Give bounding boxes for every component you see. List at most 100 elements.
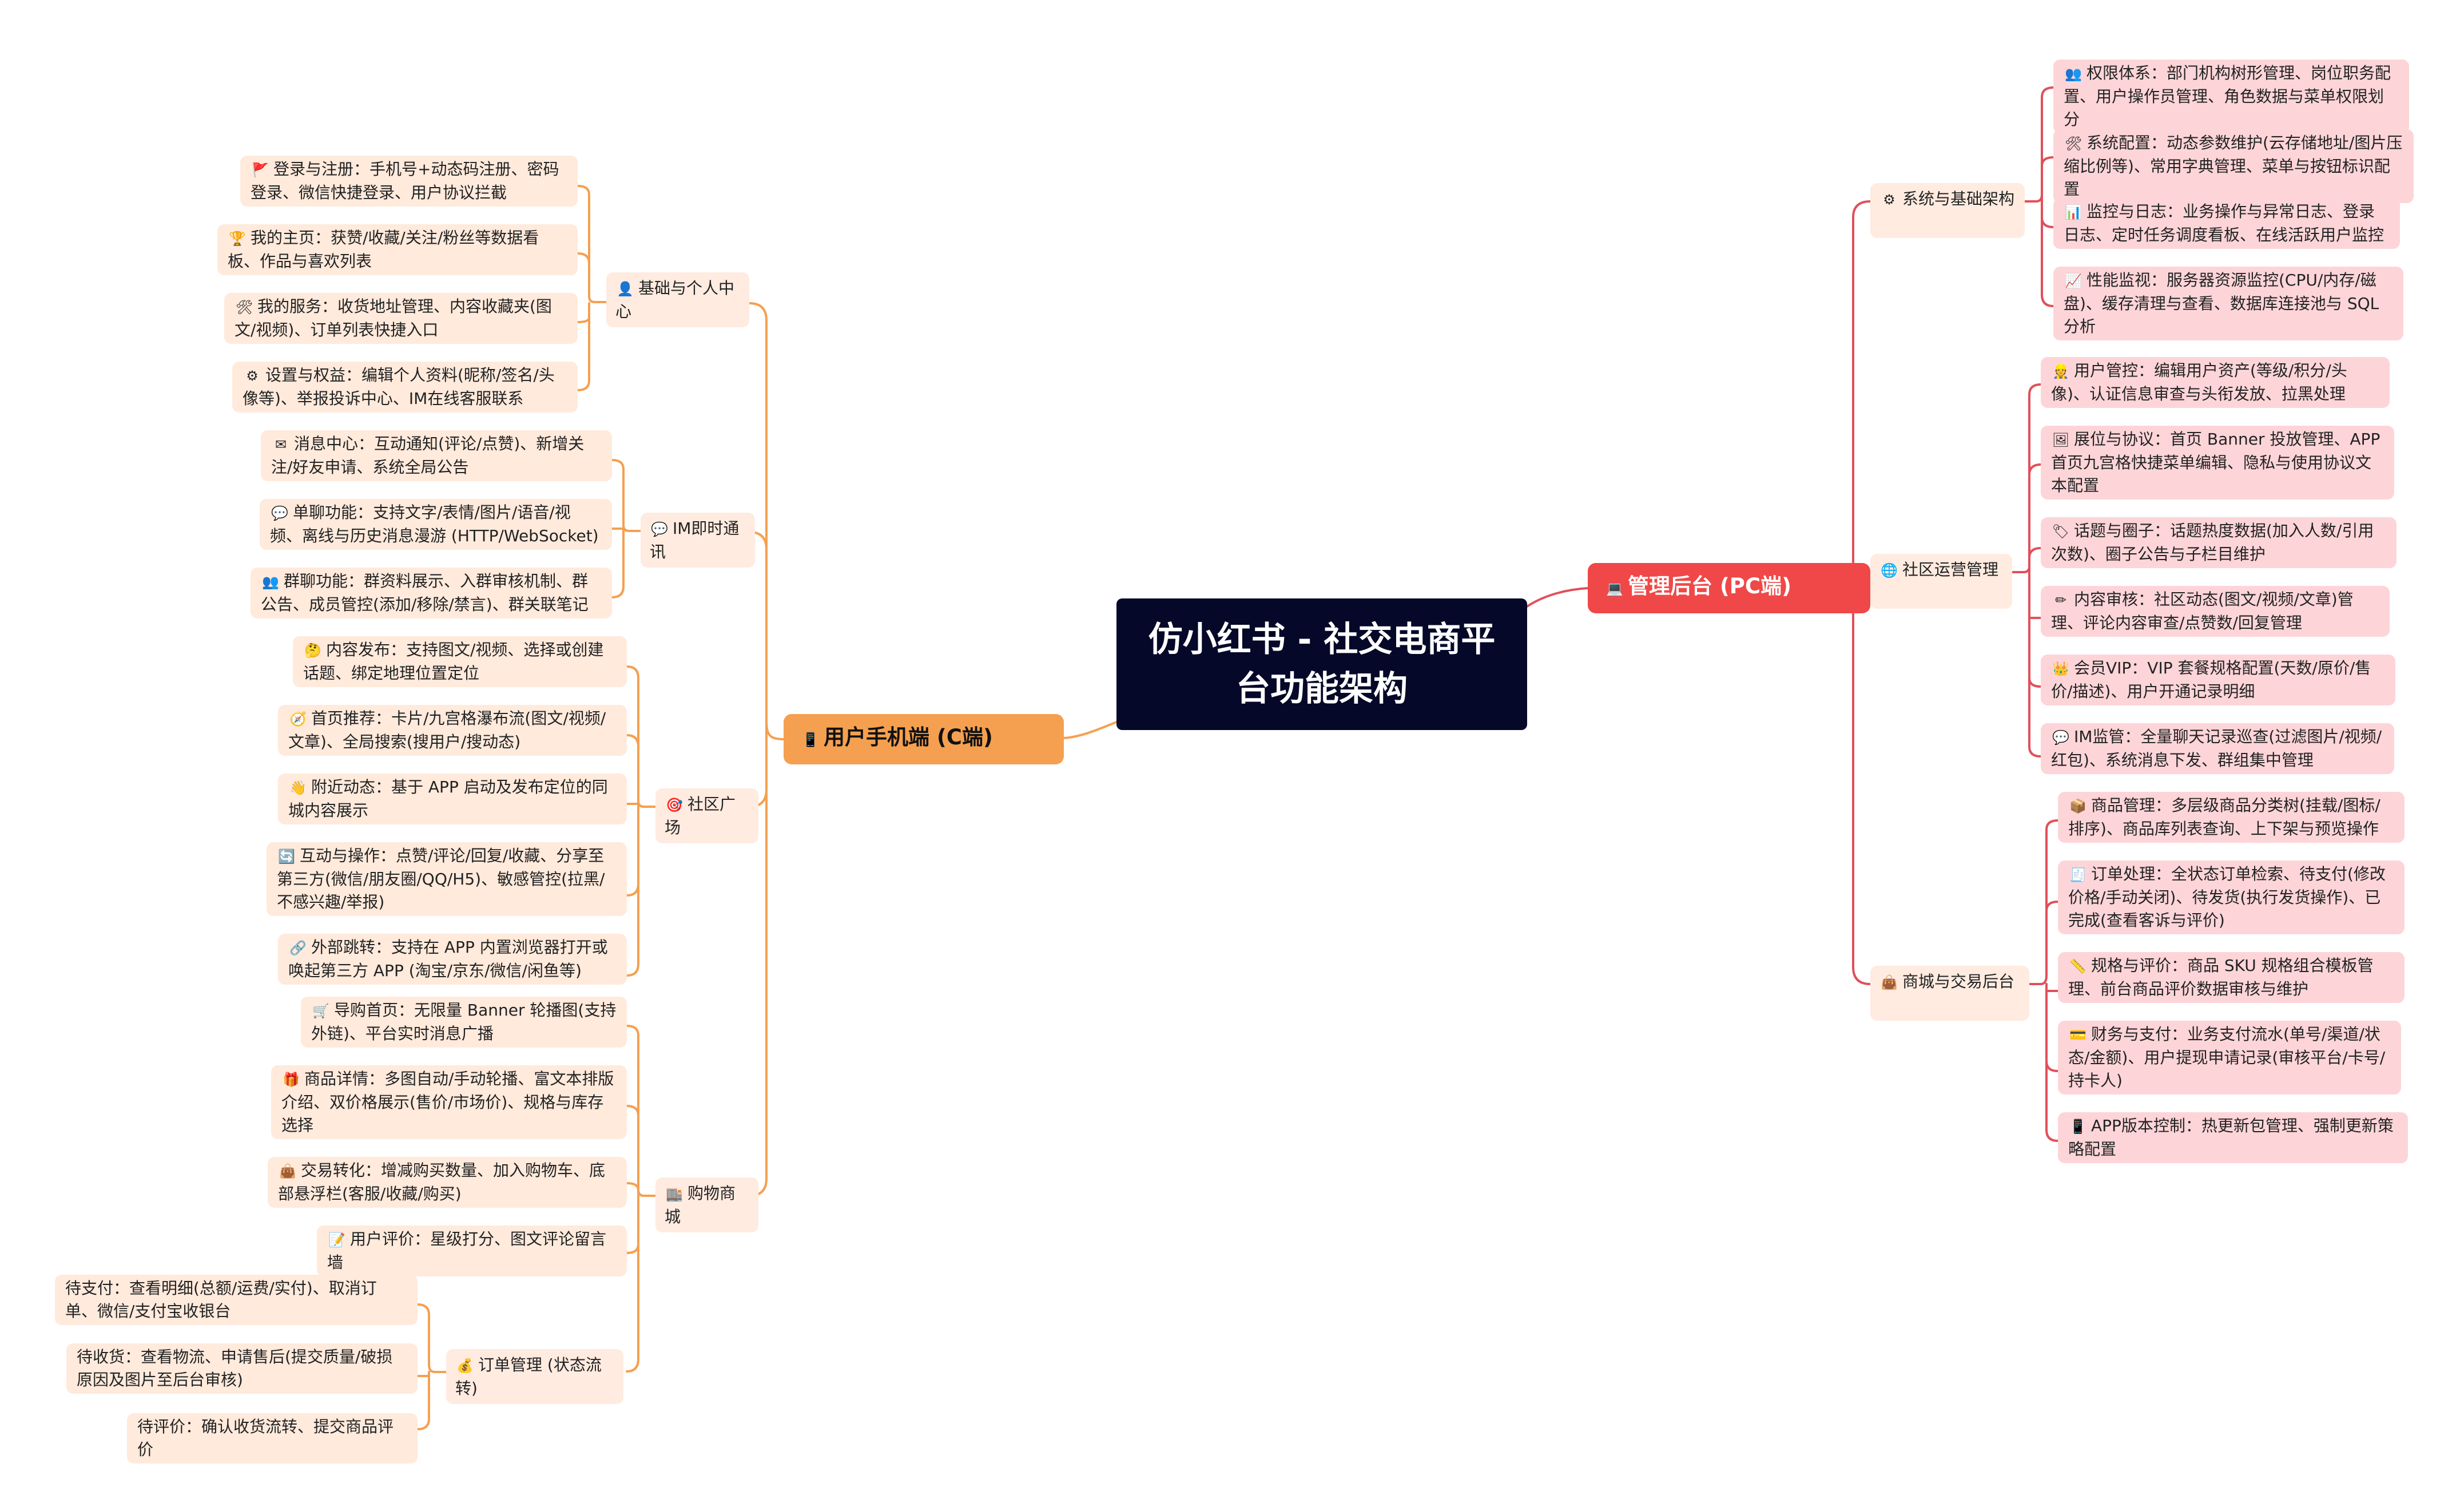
tag-icon: 🏷	[2052, 524, 2070, 540]
mail-icon: ✉	[275, 437, 287, 453]
leaf-permissions[interactable]: 👥权限体系：部门机构树形管理、岗位职务配置、用户操作员管理、角色数据与菜单权限划…	[2053, 60, 2409, 133]
leaf-text: 订单处理：全状态订单检索、待支付(修改价格/手动关闭)、待发货(执行发货操作)、…	[2068, 864, 2386, 930]
leaf-text: 消息中心：互动通知(评论/点赞)、新增关注/好友申请、系统全局公告	[271, 434, 585, 477]
leaf-sku-review[interactable]: 📏规格与评价：商品 SKU 规格组合模板管理、前台商品评价数据审核与维护	[2058, 952, 2405, 1003]
mobile-icon: 📱	[2069, 1119, 2087, 1135]
leaf-shop-home[interactable]: 🛒导购首页：无限量 Banner 轮播图(支持外链)、平台实时消息广播	[301, 997, 627, 1048]
category-community[interactable]: 🎯社区广场	[655, 788, 758, 843]
thinking-icon: 🤔	[304, 643, 321, 659]
store-icon: 🏬	[666, 1186, 683, 1202]
leaf-text: 系统配置：动态参数维护(云存储地址/图片压缩比例等)、常用字典管理、菜单与按钮标…	[2064, 133, 2403, 199]
leaf-text: 设置与权益：编辑个人资料(昵称/签名/头像等)、举报投诉中心、IM在线客服联系	[243, 366, 555, 408]
leaf-text: 外部跳转：支持在 APP 内置浏览器打开或唤起第三方 APP (淘宝/京东/微信…	[288, 938, 608, 980]
category-label: 订单管理 (状态流转)	[455, 1355, 602, 1398]
leaf-product-detail[interactable]: 🎁商品详情：多图自动/手动轮播、富文本排版介绍、双价格展示(售价/市场价)、规格…	[271, 1065, 627, 1139]
leaf-text: 交易转化：增减购买数量、加入购物车、底部悬浮栏(客服/收藏/购买)	[278, 1161, 606, 1203]
ruler-icon: 📏	[2069, 958, 2087, 974]
category-label: 基础与个人中心	[615, 279, 735, 321]
leaf-user-control[interactable]: 👷用户管控：编辑用户资产(等级/积分/头像)、认证信息审查与头衔发放、拉黑处理	[2041, 357, 2390, 408]
leaf-text: 会员VIP：VIP 套餐规格配置(天数/原价/售价/描述)、用户开通记录明细	[2051, 659, 2371, 701]
leaf-recommend[interactable]: 🧭首页推荐：卡片/九宫格瀑布流(图文/视频/文章)、全局搜索(搜用户/搜动态)	[278, 705, 627, 756]
leaf-content-review[interactable]: ✏内容审核：社区动态(图文/视频/文章)管理、评论内容审查/点赞数/回复管理	[2041, 586, 2390, 637]
leaf-publish[interactable]: 🤔内容发布：支持图文/视频、选择或创建话题、绑定地理位置定位	[293, 636, 627, 687]
leaf-text: 用户评价：星级打分、图文评论留言墙	[327, 1230, 607, 1272]
category-mall[interactable]: 🏬购物商城	[655, 1177, 758, 1232]
leaf-product-management[interactable]: 📦商品管理：多层级商品分类树(挂载/图标/排序)、商品库列表查询、上下架与预览操…	[2058, 792, 2405, 843]
leaf-nearby[interactable]: 👋附近动态：基于 APP 启动及发布定位的同城内容展示	[278, 774, 627, 824]
chat-icon: 💬	[2052, 729, 2069, 745]
leaf-text: 展位与协议：首页 Banner 投放管理、APP 首页九宫格快捷菜单编辑、隐私与…	[2051, 430, 2380, 495]
category-mall-admin[interactable]: 👜商城与交易后台	[1870, 966, 2029, 1021]
gear-icon: ⚙	[246, 368, 259, 384]
leaf-finance[interactable]: 💳财务与支付：业务支付流水(单号/渠道/状态/金额)、用户提现申请记录(审核平台…	[2058, 1021, 2401, 1094]
group-icon: 👥	[262, 574, 279, 590]
category-label: 商城与交易后台	[1902, 972, 2015, 991]
leaf-monitor-log[interactable]: 📊监控与日志：业务操作与异常日志、登录日志、定时任务调度看板、在线活跃用户监控	[2053, 198, 2400, 249]
leaf-system-config[interactable]: 🛠系统配置：动态参数维护(云存储地址/图片压缩比例等)、常用字典管理、菜单与按钮…	[2053, 129, 2414, 203]
leaf-settings[interactable]: ⚙设置与权益：编辑个人资料(昵称/签名/头像等)、举报投诉中心、IM在线客服联系	[232, 362, 578, 413]
bag-icon: 👜	[1881, 974, 1898, 990]
leaf-text: 待支付：查看明细(总额/运费/实付)、取消订单、微信/支付宝收银台	[65, 1279, 377, 1320]
leaf-conversion[interactable]: 👜交易转化：增减购买数量、加入购物车、底部悬浮栏(客服/收藏/购买)	[268, 1157, 627, 1208]
leaf-text: 商品管理：多层级商品分类树(挂载/图标/排序)、商品库列表查询、上下架与预览操作	[2068, 796, 2380, 838]
leaf-text: 财务与支付：业务支付流水(单号/渠道/状态/金额)、用户提现申请记录(审核平台/…	[2068, 1025, 2386, 1090]
card-icon: 💳	[2069, 1027, 2087, 1043]
leaf-my-services[interactable]: 🛠我的服务：收货地址管理、内容收藏夹(图文/视频)、订单列表快捷入口	[224, 293, 578, 344]
leaf-banner-protocol[interactable]: 🖼展位与协议：首页 Banner 投放管理、APP 首页九宫格快捷菜单编辑、隐私…	[2041, 426, 2394, 499]
category-im[interactable]: 💬IM即时通讯	[641, 513, 755, 568]
leaf-interaction[interactable]: 🔄互动与操作：点赞/评论/回复/收藏、分享至第三方(微信/朋友圈/QQ/H5)、…	[267, 842, 627, 916]
chat-icon: 💬	[271, 505, 288, 521]
leaf-order-pending-pay[interactable]: 待支付：查看明细(总额/运费/实付)、取消订单、微信/支付宝收银台	[55, 1275, 418, 1325]
trend-icon: 📈	[2065, 273, 2082, 289]
leaf-text: 互动与操作：点赞/评论/回复/收藏、分享至第三方(微信/朋友圈/QQ/H5)、敏…	[277, 846, 605, 911]
leaf-text: 导购首页：无限量 Banner 轮播图(支持外链)、平台实时消息广播	[311, 1001, 617, 1043]
category-system[interactable]: ⚙系统与基础架构	[1870, 183, 2025, 238]
leaf-text: 用户管控：编辑用户资产(等级/积分/头像)、认证信息审查与头衔发放、拉黑处理	[2051, 361, 2347, 403]
category-community-ops[interactable]: 🌐社区运营管理	[1870, 554, 2012, 609]
branch-admin-label: 管理后台 (PC端)	[1628, 574, 1791, 598]
crown-icon: 👑	[2052, 661, 2069, 677]
leaf-text: 性能监视：服务器资源监控(CPU/内存/磁盘)、缓存清理与查看、数据库连接池与 …	[2064, 271, 2379, 336]
leaf-user-review[interactable]: 📝用户评价：星级打分、图文评论留言墙	[317, 1226, 627, 1276]
leaf-single-chat[interactable]: 💬单聊功能：支持文字/表情/图片/语音/视频、离线与历史消息漫游 (HTTP/W…	[260, 499, 612, 550]
globe-icon: 🌐	[1881, 562, 1898, 578]
leaf-app-version[interactable]: 📱APP版本控制：热更新包管理、强制更新策略配置	[2058, 1112, 2408, 1163]
leaf-topics[interactable]: 🏷话题与圈子：话题热度数据(加入人数/引用次数)、圈子公告与子栏目维护	[2041, 517, 2397, 568]
category-label: 购物商城	[665, 1184, 736, 1226]
category-label: 社区广场	[665, 795, 736, 837]
refresh-icon: 🔄	[278, 848, 295, 864]
bag-icon: 👜	[279, 1163, 296, 1179]
leaf-order-pending-review[interactable]: 待评价：确认收货流转、提交商品评价	[127, 1413, 418, 1464]
branch-mobile[interactable]: 📱用户手机端 (C端)	[784, 714, 1064, 764]
pencil-icon: ✏	[2054, 592, 2067, 608]
receipt-icon: 🧾	[2069, 867, 2087, 883]
category-order-management[interactable]: 💰订单管理 (状态流转)	[446, 1349, 623, 1404]
user-icon: 👤	[617, 281, 634, 297]
leaf-vip[interactable]: 👑会员VIP：VIP 套餐规格配置(天数/原价/售价/描述)、用户开通记录明细	[2041, 655, 2395, 705]
link-root-mobile	[1063, 721, 1118, 739]
people-icon: 👥	[2065, 66, 2082, 82]
category-basic-personal[interactable]: 👤基础与个人中心	[606, 272, 749, 327]
leaf-group-chat[interactable]: 👥群聊功能：群资料展示、入群审核机制、群公告、成员管控(添加/移除/禁言)、群关…	[251, 568, 612, 618]
leaf-message-center[interactable]: ✉消息中心：互动通知(评论/点赞)、新增关注/好友申请、系统全局公告	[261, 430, 612, 481]
link-root-admin	[1526, 587, 1589, 608]
leaf-text: 我的服务：收货地址管理、内容收藏夹(图文/视频)、订单列表快捷入口	[235, 297, 552, 339]
laptop-icon: 💻	[1606, 581, 1623, 597]
leaf-text: IM监管：全量聊天记录巡查(过滤图片/视频/红包)、系统消息下发、群组集中管理	[2051, 727, 2382, 770]
leaf-external-jump[interactable]: 🔗外部跳转：支持在 APP 内置浏览器打开或唤起第三方 APP (淘宝/京东/微…	[278, 934, 627, 985]
leaf-text: 话题与圈子：话题热度数据(加入人数/引用次数)、圈子公告与子栏目维护	[2051, 521, 2374, 564]
gift-icon: 🎁	[283, 1072, 300, 1088]
leaf-text: 待评价：确认收货流转、提交商品评价	[137, 1417, 394, 1459]
wave-icon: 👋	[289, 780, 307, 796]
leaf-im-supervision[interactable]: 💬IM监管：全量聊天记录巡查(过滤图片/视频/红包)、系统消息下发、群组集中管理	[2041, 723, 2394, 774]
leaf-login[interactable]: 🚩登录与注册：手机号+动态码注册、密码登录、微信快捷登录、用户协议拦截	[240, 156, 578, 207]
leaf-order-processing[interactable]: 🧾订单处理：全状态订单检索、待支付(修改价格/手动关闭)、待发货(执行发货操作)…	[2058, 860, 2405, 934]
branch-mobile-label: 用户手机端 (C端)	[824, 725, 993, 750]
root-node[interactable]: 仿小红书 - 社交电商平台功能架构	[1116, 598, 1527, 730]
branch-admin[interactable]: 💻 管理后台 (PC端)	[1588, 563, 1870, 613]
leaf-text: APP版本控制：热更新包管理、强制更新策略配置	[2068, 1116, 2394, 1159]
leaf-performance[interactable]: 📈性能监视：服务器资源监控(CPU/内存/磁盘)、缓存清理与查看、数据库连接池与…	[2053, 267, 2403, 340]
leaf-order-pending-receive[interactable]: 待收货：查看物流、申请售后(提交质量/破损原因及图片至后台审核)	[66, 1343, 418, 1394]
worker-icon: 👷	[2052, 363, 2069, 379]
leaf-homepage[interactable]: 🏆我的主页：获赞/收藏/关注/粉丝等数据看板、作品与喜欢列表	[217, 224, 578, 275]
